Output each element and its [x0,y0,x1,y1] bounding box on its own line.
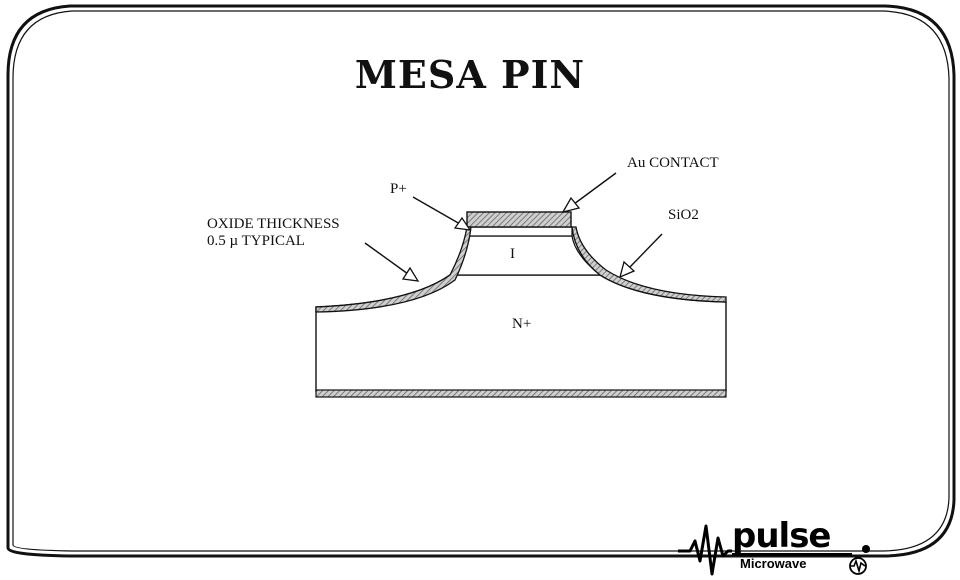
oxide-left [315,226,472,313]
arrow-oxide-thickness [364,242,420,282]
arrow-p-plus [412,196,472,231]
au-contact-layer [466,211,572,228]
slide-border-inner [12,10,950,552]
label-au-contact: Au CONTACT [627,155,719,171]
label-oxide-thickness: OXIDE THICKNESS [207,216,340,232]
logo-subtitle: Microwave [740,556,807,571]
label-oxide-typical: 0.5 µ TYPICAL [207,233,305,249]
logo-word: pulse [732,516,831,556]
logo-underline [732,553,852,556]
logo-globe-icon [849,557,867,575]
pulse-microwave-logo: pulse Microwave [676,516,881,578]
slide-border-outer [6,4,956,558]
label-n-plus: N+ [512,316,532,332]
arrow-au-contact [561,172,617,214]
label-p-plus: P+ [390,181,407,197]
arrow-sio2 [619,233,663,279]
logo-dot-icon [862,545,870,553]
label-i-layer: I [510,246,515,262]
bottom-metal-layer [315,389,727,398]
p-plus-layer [466,226,573,237]
label-sio2: SiO2 [668,207,699,223]
diagram-title: MESA PIN [354,52,586,97]
logo-pulse-wave-icon [678,524,732,576]
oxide-right [571,226,727,303]
